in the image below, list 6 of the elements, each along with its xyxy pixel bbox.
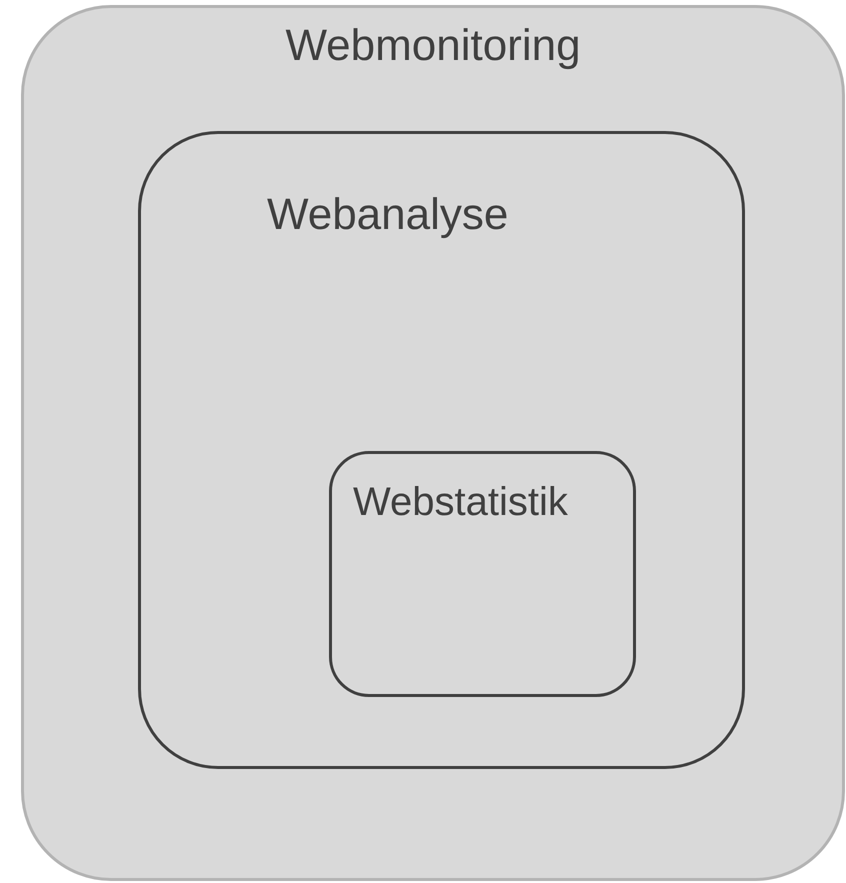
box-title: Webanalyse xyxy=(267,191,508,240)
outer-rounded-box xyxy=(21,5,845,881)
box-title: Webstatistik xyxy=(353,480,568,524)
box-title: Webmonitoring xyxy=(285,22,581,70)
inner-rounded-box xyxy=(329,451,636,697)
middle-rounded-box xyxy=(138,131,745,769)
